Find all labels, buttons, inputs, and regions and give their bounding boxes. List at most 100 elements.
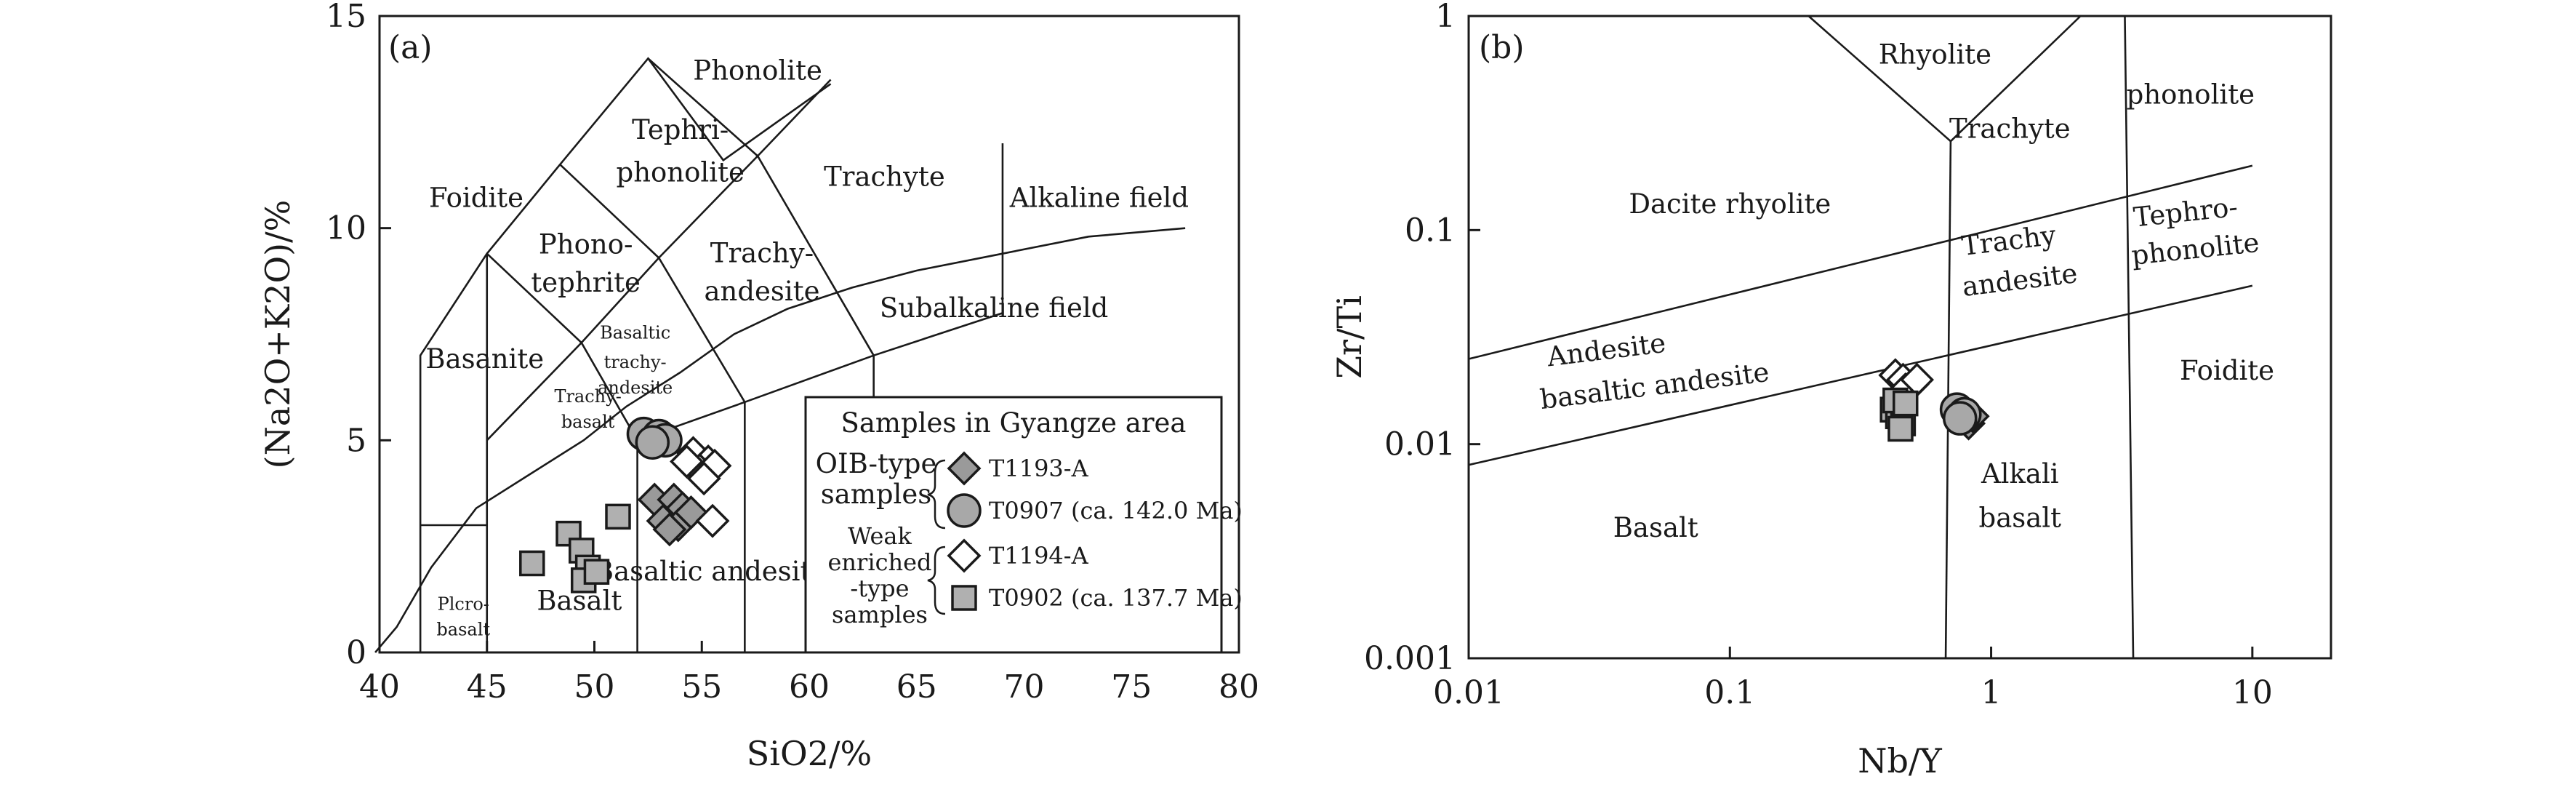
nby-field-label: Rhyolite bbox=[1879, 39, 1991, 70]
y-tick-label: 0 bbox=[346, 634, 366, 671]
y-tick-label: 5 bbox=[346, 422, 366, 459]
x-tick-label: 50 bbox=[574, 668, 615, 706]
y-axis-label: Zr/Ti bbox=[1330, 295, 1369, 379]
point-t0907-ca-142-0-ma bbox=[1942, 401, 1978, 436]
tas-boundary-line-6 bbox=[486, 252, 638, 441]
y-axis-label: (Na2O+K2O)/% bbox=[258, 200, 297, 469]
tas-field-label: tephrite bbox=[531, 267, 641, 298]
legend-group-label: Weak bbox=[848, 522, 912, 550]
tas-field-label-small: Plcro- bbox=[438, 594, 489, 615]
nby-field-label: Basalt bbox=[1613, 512, 1698, 543]
legend-symbol-t0907-ca-142-0-ma bbox=[947, 493, 982, 528]
legend-entry-label: T1193-A bbox=[989, 455, 1089, 482]
nby-zrti-data-points bbox=[1878, 358, 1990, 442]
nby-boundary-line-3 bbox=[1468, 164, 2253, 360]
x-tick-label: 60 bbox=[789, 668, 830, 706]
tas-field-label: Trachy- bbox=[710, 237, 814, 268]
tas-field-label-small: trachy- bbox=[604, 352, 667, 372]
x-tick-label: 0.1 bbox=[1704, 674, 1755, 711]
y-tick-label: 15 bbox=[326, 0, 366, 35]
tas-field-label: phonolite bbox=[617, 157, 745, 188]
x-axis-label: Nb/Y bbox=[1858, 741, 1942, 780]
tas-field-label-small: andesite bbox=[598, 377, 673, 398]
nby-field-label: phonolite bbox=[2130, 227, 2260, 271]
tas-field-label-small: basalt bbox=[436, 620, 490, 640]
x-tick-label: 70 bbox=[1004, 668, 1045, 706]
legend-symbol-t1193-a bbox=[947, 451, 982, 486]
nby-field-label: Dacite rhyolite bbox=[1629, 188, 1831, 220]
tas-field-label: Tephri- bbox=[632, 114, 729, 145]
y-tick-label: 10 bbox=[326, 210, 366, 247]
tas-boundary-line-11 bbox=[374, 227, 1186, 653]
nby-field-label: Trachyte bbox=[1949, 113, 2071, 144]
tas-field-label-small: Trachy- bbox=[554, 386, 621, 407]
panel-b-label: (b) bbox=[1479, 29, 1525, 66]
nby-field-label: Trachy bbox=[1960, 220, 2058, 263]
point-t0902-ca-137-7-ma bbox=[605, 503, 631, 530]
tas-field-label: Alkaline field bbox=[1009, 183, 1189, 214]
y-tick-label: 0.001 bbox=[1364, 640, 1456, 677]
legend-box bbox=[804, 396, 1223, 654]
tas-data-points bbox=[519, 416, 732, 594]
x-tick-label: 75 bbox=[1111, 668, 1152, 706]
point-t1194-a bbox=[670, 444, 705, 479]
sample-legend: Samples in Gyangze areaOIB-typesamplesWe… bbox=[804, 396, 1243, 654]
nby-field-label: Tephro- bbox=[2132, 191, 2239, 233]
x-tick-label: 80 bbox=[1219, 668, 1259, 706]
nby-field-label: Alkali bbox=[1981, 458, 2059, 490]
tas-field-label: Basanite bbox=[425, 343, 544, 375]
nby-field-label: basalt bbox=[1979, 503, 2062, 534]
point-t0907-ca-142-0-ma bbox=[635, 425, 670, 460]
point-t0902-ca-137-7-ma bbox=[519, 550, 545, 577]
legend-group-label: samples bbox=[832, 601, 928, 628]
tas-field-label: Foidite bbox=[429, 183, 523, 214]
point-t1194-a bbox=[695, 503, 730, 538]
nby-field-label: andesite bbox=[1960, 257, 2079, 303]
y-tick-label: 0.01 bbox=[1384, 426, 1456, 463]
point-t0902-ca-137-7-ma bbox=[583, 559, 610, 585]
panel-a-label: (a) bbox=[388, 29, 433, 66]
tas-boundary-line-8 bbox=[647, 57, 875, 356]
legend-group-label: OIB-type bbox=[816, 448, 937, 479]
legend-entry-label: T0902 (ca. 137.7 Ma) bbox=[989, 584, 1243, 612]
legend-group-label: samples bbox=[821, 479, 932, 510]
tas-field-label: andesite bbox=[704, 276, 819, 307]
point-t1193-a bbox=[652, 512, 687, 547]
nby-boundary-line-4 bbox=[1468, 284, 2253, 466]
x-tick-label: 0.01 bbox=[1433, 674, 1504, 711]
x-tick-label: 55 bbox=[681, 668, 722, 706]
legend-symbol-t1194-a bbox=[947, 538, 982, 573]
y-tick-label: 1 bbox=[1435, 0, 1456, 35]
legend-entry-label: T0907 (ca. 142.0 Ma) bbox=[989, 497, 1243, 524]
nby-field-label: Andesite bbox=[1545, 327, 1668, 373]
tas-field-label: Trachyte bbox=[824, 161, 945, 192]
legend-symbol-t0902-ca-137-7-ma bbox=[951, 585, 977, 611]
nby-field-label: phonolite bbox=[2127, 79, 2255, 110]
tas-field-label: Phonolite bbox=[693, 55, 822, 87]
tas-field-label-small: basalt bbox=[561, 412, 615, 432]
x-tick-label: 10 bbox=[2232, 674, 2273, 711]
x-axis-label: SiO2/% bbox=[747, 734, 872, 773]
tas-field-label-small: Basaltic bbox=[600, 322, 670, 343]
x-tick-label: 45 bbox=[467, 668, 507, 706]
x-tick-label: 65 bbox=[896, 668, 937, 706]
tas-field-label: Subalkaline field bbox=[880, 292, 1108, 324]
y-tick-label: 0.1 bbox=[1405, 212, 1456, 249]
nby-boundary-line-2 bbox=[2124, 15, 2135, 659]
tas-boundary-line-7 bbox=[559, 164, 746, 403]
legend-entry-label: T1194-A bbox=[989, 542, 1089, 570]
x-tick-label: 40 bbox=[359, 668, 400, 706]
point-t1194-a bbox=[686, 461, 721, 496]
point-t0902-ca-137-7-ma bbox=[1887, 415, 1914, 442]
legend-brace bbox=[927, 546, 946, 615]
legend-title: Samples in Gyangze area bbox=[841, 407, 1187, 439]
legend-brace bbox=[927, 459, 946, 530]
point-t0902-ca-137-7-ma bbox=[1893, 390, 1919, 417]
